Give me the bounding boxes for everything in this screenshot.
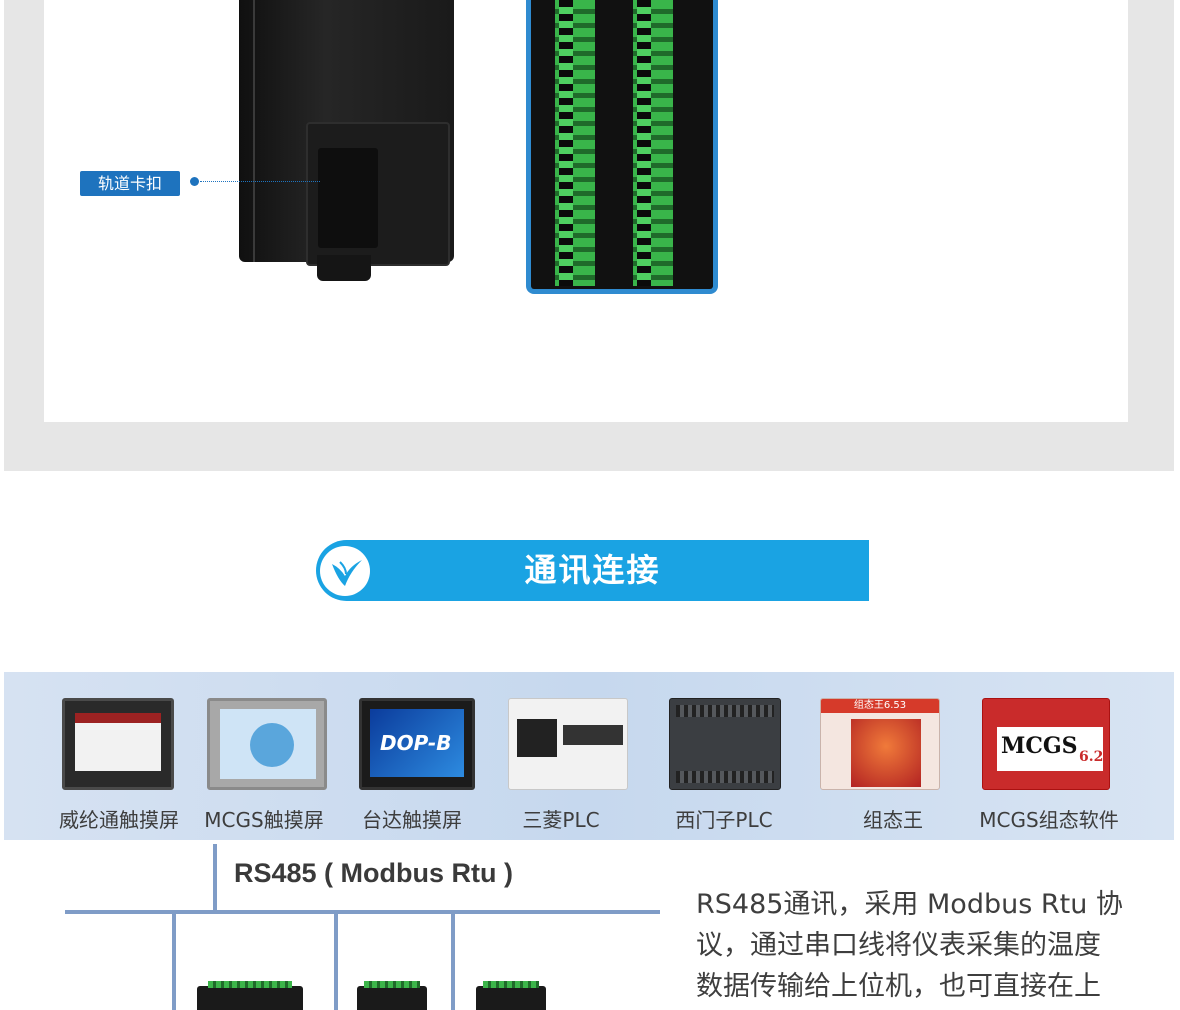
device-mcgs-touchscreen: MCGS触摸屏 xyxy=(189,672,339,840)
housing-seam xyxy=(253,0,255,262)
rail-clip-tab xyxy=(317,255,371,281)
mcgs-version-text: 6.2 xyxy=(1079,749,1104,765)
bus-drop-line xyxy=(172,912,176,1010)
device-delta: DOP-B 台达触摸屏 xyxy=(337,672,487,840)
delta-screen-text: DOP-B xyxy=(380,731,452,755)
product-photo xyxy=(44,0,1128,422)
mcgs-touchscreen-image xyxy=(207,698,327,790)
device-mcgs-software: MCGS 6.2 MCGS组态软件 xyxy=(974,672,1124,840)
device-front-view xyxy=(526,0,718,294)
device-caption: MCGS组态软件 xyxy=(979,808,1119,832)
bus-uplink-line xyxy=(213,844,217,912)
kingview-software-image: 组态王6.53 xyxy=(820,698,940,790)
callout-leader-line xyxy=(200,181,320,182)
rail-clip-callout-label: 轨道卡扣 xyxy=(80,171,180,196)
device-mitsubishi-plc: 三菱PLC xyxy=(486,672,636,840)
product-photo-panel xyxy=(4,0,1174,471)
leaf-check-icon xyxy=(320,546,370,596)
device-caption: 威纶通触摸屏 xyxy=(59,808,179,832)
device-caption: 西门子PLC xyxy=(675,808,773,832)
kingview-screen-text: 组态王6.53 xyxy=(821,699,939,713)
device-caption: 三菱PLC xyxy=(522,808,600,832)
instrument-module xyxy=(197,981,303,1010)
rail-clip-slot xyxy=(318,148,378,248)
delta-touchscreen-image: DOP-B xyxy=(359,698,475,790)
device-siemens-plc: 西门子PLC xyxy=(649,672,799,840)
callout-dot xyxy=(190,177,199,186)
siemens-plc-image xyxy=(669,698,781,790)
terminal-screws-right xyxy=(637,0,651,286)
mcgs-logo-text: MCGS xyxy=(1001,733,1078,759)
communication-description: RS485通讯，采用 Modbus Rtu 协议，通过串口线将仪表采集的温度数据… xyxy=(696,889,1123,1002)
instrument-module xyxy=(476,981,546,1010)
terminal-screws-left xyxy=(559,0,573,286)
din-rail-clip xyxy=(306,122,450,266)
mcgs-software-image: MCGS 6.2 xyxy=(982,698,1110,790)
mitsubishi-plc-image xyxy=(508,698,628,790)
weinview-touchscreen-image xyxy=(62,698,174,790)
bus-main-line xyxy=(65,910,660,914)
bus-protocol-label: RS485 ( Modbus Rtu ) xyxy=(234,858,514,888)
section-title: 通讯连接 xyxy=(524,551,661,589)
compatible-devices-strip: 威纶通触摸屏 MCGS触摸屏 DOP-B 台达触摸屏 三菱PLC 西门子PLC … xyxy=(4,672,1174,840)
device-kingview: 组态王6.53 组态王 xyxy=(818,672,968,840)
device-caption: MCGS触摸屏 xyxy=(204,808,324,832)
instrument-module xyxy=(357,981,427,1010)
device-caption: 组态王 xyxy=(863,808,923,832)
device-caption: 台达触摸屏 xyxy=(362,808,462,832)
device-weinview: 威纶通触摸屏 xyxy=(44,672,194,840)
bus-drop-line xyxy=(451,912,455,1010)
section-header: 通讯连接 xyxy=(316,540,869,601)
bus-drop-line xyxy=(334,912,338,1010)
